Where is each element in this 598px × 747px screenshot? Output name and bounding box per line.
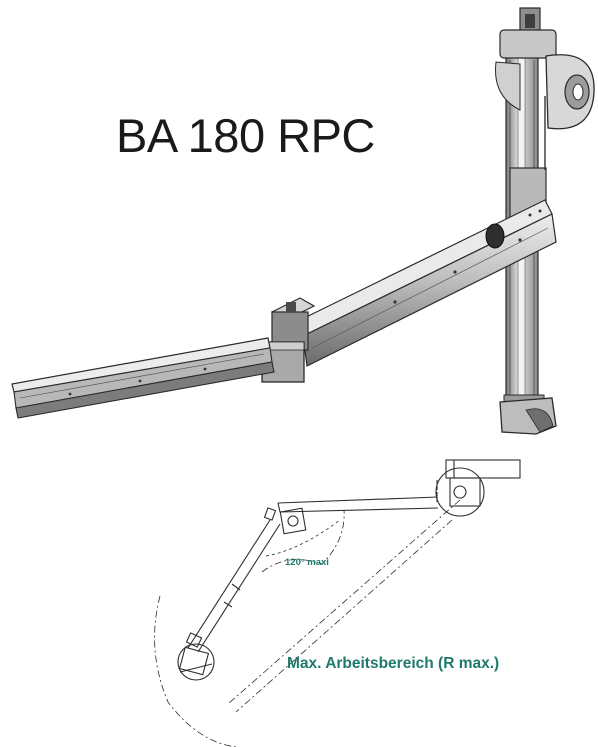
schematic-top-view xyxy=(154,459,521,747)
product-title: BA 180 RPC xyxy=(116,109,375,162)
angle-annotation: 120° maxi xyxy=(285,557,329,568)
reach-annotation: Max. Arbeitsbereich (R max.) xyxy=(287,655,500,672)
reach-lines xyxy=(154,499,461,747)
balancer-motor xyxy=(495,7,595,170)
schematic-upper-arm xyxy=(277,496,439,513)
upper-arm xyxy=(295,199,557,367)
column-base xyxy=(499,397,557,435)
schematic-forearm xyxy=(187,519,281,653)
lower-arm xyxy=(11,337,275,419)
schematic-mount xyxy=(435,459,521,517)
elbow-joint xyxy=(261,297,316,383)
schematic-end-effector xyxy=(177,632,215,681)
arm-render xyxy=(11,7,595,435)
schematic-elbow xyxy=(263,507,307,535)
